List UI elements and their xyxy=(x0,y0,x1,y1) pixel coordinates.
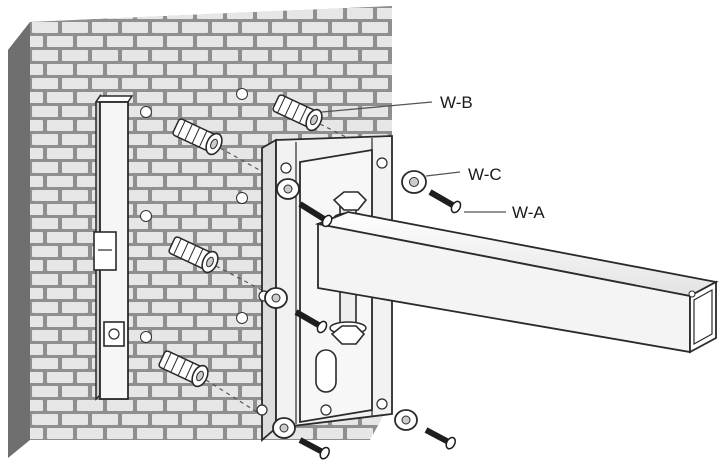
wall-plug xyxy=(272,94,323,132)
leader-wb xyxy=(321,101,433,113)
wall-plugs xyxy=(158,94,323,388)
screw xyxy=(428,189,462,214)
level-vial-vertical xyxy=(93,231,117,271)
callout-label-wa: W-A xyxy=(512,203,545,222)
callout-label-wb: W-B xyxy=(440,93,473,112)
washer xyxy=(401,170,427,194)
callout-leaders xyxy=(321,101,506,213)
washer xyxy=(264,287,288,309)
callout-label-wc: W-C xyxy=(468,165,502,184)
extension-arm xyxy=(314,211,719,354)
spirit-level xyxy=(93,93,134,401)
guide-line xyxy=(215,265,276,298)
washers xyxy=(264,170,427,439)
wall-plug xyxy=(158,350,209,388)
drill-hole xyxy=(140,331,152,343)
plate-screw-hole xyxy=(280,162,292,174)
level-bubble xyxy=(108,328,120,340)
drill-hole xyxy=(236,88,248,100)
screws xyxy=(294,189,462,460)
plate-screw-hole xyxy=(376,157,388,169)
drill-hole xyxy=(140,106,152,118)
screw xyxy=(298,437,330,460)
drill-holes xyxy=(140,88,248,343)
hex-nut-bottom xyxy=(330,325,366,345)
wall-side-edge xyxy=(8,22,30,458)
hex-nut-top xyxy=(332,191,368,211)
washer xyxy=(394,409,418,431)
plate-screw-hole xyxy=(376,398,388,410)
screw xyxy=(424,427,456,450)
washer xyxy=(272,417,296,439)
plate-screw-hole xyxy=(256,404,268,416)
drill-hole xyxy=(140,210,152,222)
wall-plug xyxy=(172,118,223,156)
wall-plug xyxy=(168,236,219,274)
plate-slot xyxy=(315,349,337,393)
washer xyxy=(276,178,300,200)
drill-hole xyxy=(236,312,248,324)
drill-hole xyxy=(236,192,248,204)
guide-line xyxy=(205,379,277,425)
arm-end-opening xyxy=(693,288,713,346)
leader-wc xyxy=(425,171,461,177)
screw xyxy=(298,201,333,228)
screw xyxy=(294,309,328,334)
plate-hole xyxy=(320,404,332,416)
arm-end-hole xyxy=(688,290,696,298)
